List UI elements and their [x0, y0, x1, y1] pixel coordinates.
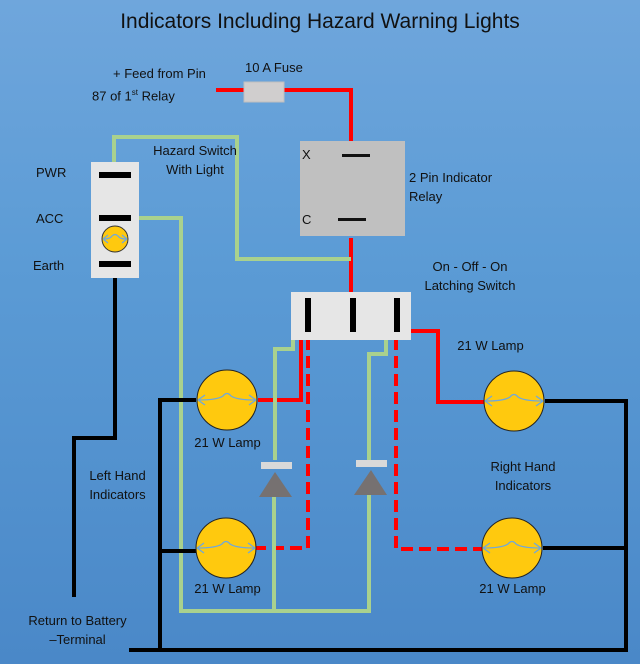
feed-label-line2: 87 of 1st Relay: [92, 83, 175, 105]
lamp-label-right-front: 21 W Lamp: [457, 338, 524, 353]
latching-switch-label-line2: Latching Switch: [424, 278, 516, 293]
lamp-label-left-front: 21 W Lamp: [194, 435, 261, 450]
relay-label-line1: 2 Pin Indicator: [409, 170, 493, 185]
switch-right-to-diode-wire: [367, 338, 388, 462]
lamp-label-right-rear: 21 W Lamp: [479, 581, 546, 596]
earth-label: Earth: [33, 258, 65, 273]
relay-x-label: X: [302, 147, 311, 162]
return-label-line1: Return to Battery: [28, 613, 127, 628]
fuse-to-relay-wire: [284, 88, 353, 141]
hazard-switch-light-icon: [101, 225, 129, 253]
hazard-earth-wire: [72, 277, 117, 597]
hazard-switch-label-line1: Hazard Switch: [153, 143, 237, 158]
earth-wires: [72, 277, 628, 652]
hazard-pin-acc: [99, 215, 131, 221]
hazard-pwr-wire: [112, 135, 351, 261]
acc-label: ACC: [36, 211, 64, 226]
right-diode-bottom-wire: [274, 494, 371, 613]
right-diode-icon: [354, 460, 387, 495]
right-hand-label-line1: Right Hand: [490, 459, 556, 474]
left-hand-label-line1: Left Hand: [89, 468, 146, 483]
lamp-right-front-icon: [483, 370, 545, 432]
relay-c-label: C: [302, 212, 312, 227]
hazard-pin-earth: [99, 261, 131, 267]
left-lamps-earth-wire: [158, 398, 196, 650]
feed-label-post: Relay: [138, 88, 175, 104]
fuse: [243, 81, 285, 103]
left-hand-label-line2: Indicators: [89, 487, 146, 502]
fuse-label: 10 A Fuse: [245, 60, 303, 75]
feed-label-sup: st: [131, 88, 138, 97]
pwr-label: PWR: [36, 165, 67, 180]
latching-pin-left: [305, 298, 311, 332]
switch-to-left-front-wire: [258, 331, 303, 402]
page-title: Indicators Including Hazard Warning Ligh…: [120, 10, 520, 33]
latching-pin-middle: [350, 298, 356, 332]
relay-label-line2: Relay: [409, 189, 443, 204]
return-label-line2: –Terminal: [49, 632, 106, 647]
left-diode-icon: [259, 462, 292, 497]
hazard-wires: [112, 135, 388, 613]
hazard-switch-label-line2: With Light: [166, 162, 224, 177]
latching-switch-label-line1: On - Off - On: [432, 259, 508, 274]
feed-label-pre: 87 of 1: [92, 88, 132, 104]
latching-pin-right: [394, 298, 400, 332]
relay-pin-c: [338, 218, 366, 221]
right-lamps-earth-wire: [545, 399, 628, 651]
feed-label-line1: + Feed from Pin: [113, 66, 206, 81]
switch-left-to-diode-wire: [273, 334, 295, 460]
lamps: [195, 369, 545, 579]
right-hand-label-line2: Indicators: [494, 478, 552, 493]
lamp-left-rear-icon: [195, 517, 257, 579]
hazard-pin-pwr: [99, 172, 131, 178]
live-wires: [216, 88, 486, 404]
switch-to-right-front-wire: [397, 329, 486, 404]
lamp-label-left-rear: 21 W Lamp: [194, 581, 261, 596]
lamp-left-front-icon: [196, 369, 258, 431]
relay-pin-x: [342, 154, 370, 157]
lamp-right-rear-icon: [481, 517, 543, 579]
hazard-acc-wire: [138, 216, 274, 613]
